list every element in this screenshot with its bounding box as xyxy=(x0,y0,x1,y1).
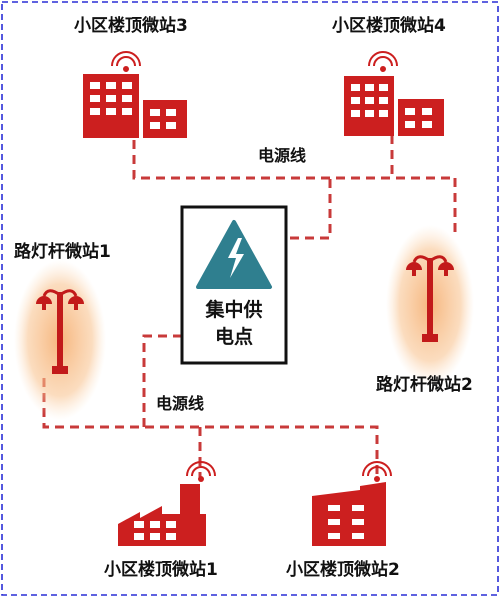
streetlight-station-2-label: 路灯杆微站2 xyxy=(376,375,473,395)
streetlight-station-1-streetlight-icon xyxy=(14,260,106,420)
rooftop-station-3-label: 小区楼顶微站3 xyxy=(74,16,188,36)
rooftop-station-2-building-icon xyxy=(312,461,392,546)
hub-label-line1: 集中供 xyxy=(205,299,263,321)
hub-top-feeder-wire xyxy=(290,178,332,240)
streetlight-station-1-label: 路灯杆微站1 xyxy=(14,242,111,262)
bottom-wire-label: 电源线 xyxy=(156,394,205,413)
top-wire-label: 电源线 xyxy=(258,146,307,165)
rooftop-station-3-building-icon xyxy=(83,51,187,138)
rooftop-station-1-building-icon xyxy=(118,461,216,546)
top-bus-wire xyxy=(132,140,455,180)
top-power-wires xyxy=(132,135,457,240)
rooftop-station-1-label: 小区楼顶微站1 xyxy=(104,560,218,580)
hub-label-line2: 电点 xyxy=(214,326,253,348)
rooftop-station-4-building-icon xyxy=(344,51,444,136)
rooftop-station-2-label: 小区楼顶微站2 xyxy=(286,560,400,580)
central-power-hub xyxy=(180,205,288,365)
streetlight1-drop-wire xyxy=(42,378,379,480)
high-voltage-icon xyxy=(196,220,272,289)
streetlight-station-2-streetlight-icon xyxy=(386,225,474,385)
rooftop-station-4-label: 小区楼顶微站4 xyxy=(332,16,446,36)
hub-bottom-feeder-wire xyxy=(142,334,182,427)
bottom-power-wires xyxy=(42,334,379,480)
